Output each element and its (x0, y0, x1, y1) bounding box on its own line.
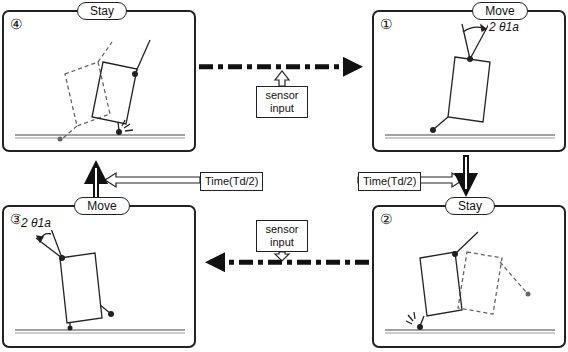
arrow-inner-line (465, 157, 467, 189)
trigger-text: Time(Td/2) (205, 175, 258, 188)
trigger-box: sensor input (256, 220, 308, 252)
angle-label: 2 θ1a (488, 20, 520, 34)
transition-arrow (210, 262, 369, 263)
ground-lines (15, 135, 555, 333)
callout-number: ② (380, 211, 393, 227)
state-tab: Stay (445, 197, 495, 215)
callout-number: ① (380, 16, 393, 32)
state-tab: Move (472, 2, 527, 20)
state-panel: Stay④ (2, 10, 196, 152)
angle-label: 2 θ1a (20, 216, 52, 230)
state-panel: Stay② (372, 205, 566, 348)
robot-figure (406, 232, 531, 330)
robot-figure (36, 226, 114, 331)
arrow-line (199, 64, 358, 69)
arrow-inner-line (95, 168, 97, 200)
arrow-line (463, 155, 469, 191)
trigger-box: Time(Td/2) (358, 172, 421, 191)
trigger-box: sensor input (256, 86, 308, 118)
transition-arrow (466, 155, 467, 191)
trigger-text: sensor input (261, 223, 303, 249)
robot-figure (430, 22, 490, 133)
trigger-box: Time(Td/2) (200, 172, 263, 191)
trigger-text: Time(Td/2) (363, 175, 416, 188)
state-tab: Move (74, 197, 129, 215)
robot-figure (58, 40, 151, 142)
trigger-text: sensor input (261, 89, 303, 115)
state-panel: Move① (372, 10, 566, 152)
hollow-arrow (105, 71, 463, 261)
state-tab: Stay (77, 2, 127, 20)
transition-arrow (199, 66, 358, 67)
callout-number: ④ (10, 16, 23, 32)
arrow-line (210, 260, 369, 265)
